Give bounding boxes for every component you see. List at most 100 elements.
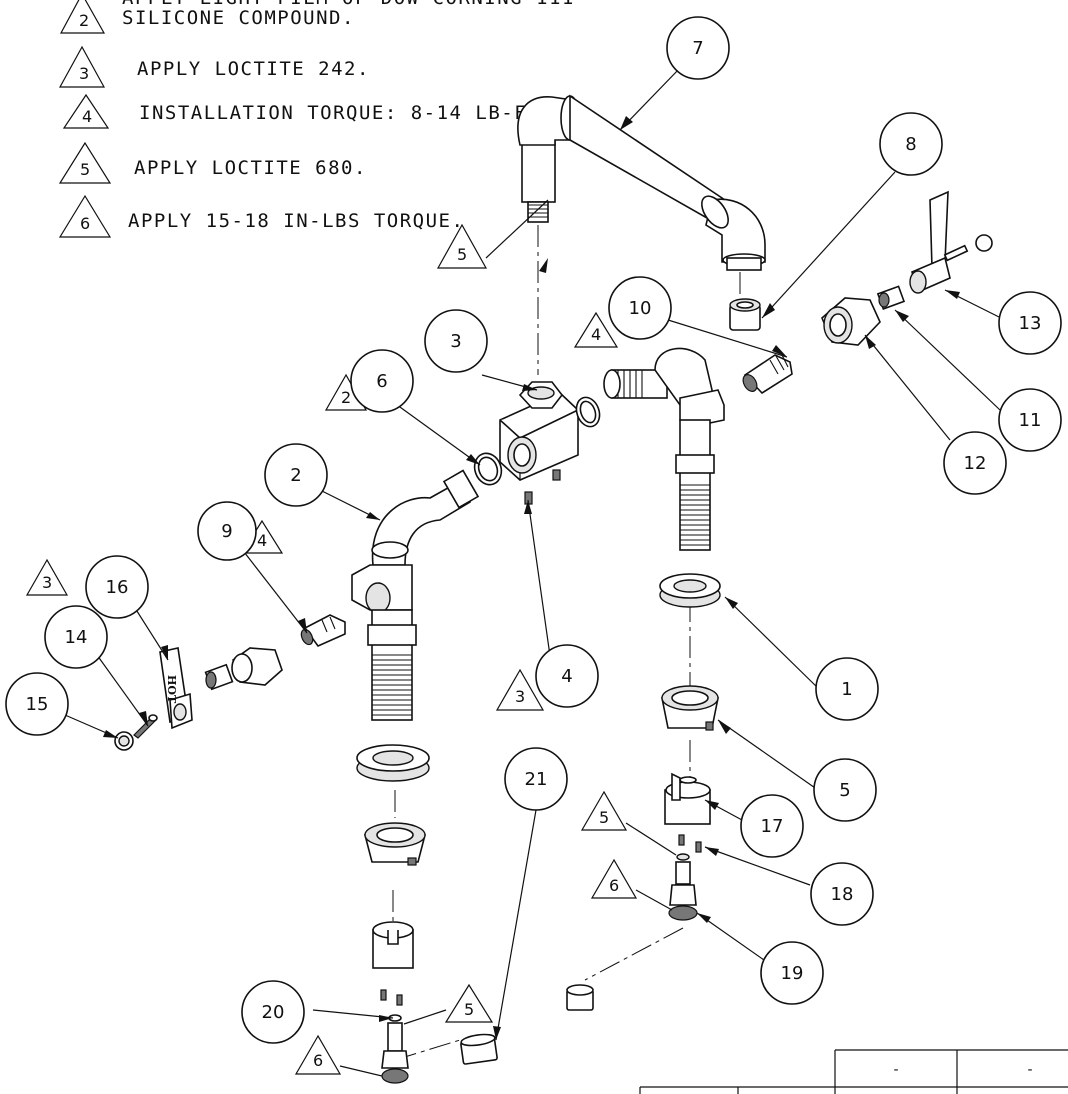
part-left-locknut <box>356 744 430 782</box>
balloon-number: 3 <box>450 331 461 352</box>
flag-3-mid: 3 <box>495 668 545 711</box>
part-5-escutcheon <box>661 685 719 731</box>
part-10-cartridge <box>742 354 793 395</box>
balloon-number: 8 <box>905 134 916 155</box>
balloon-20: 20 <box>241 980 305 1044</box>
title-block-cell: - <box>1027 1062 1032 1078</box>
flag-number: 5 <box>464 1000 474 1019</box>
part-19-stem <box>668 853 698 921</box>
balloon-number: 4 <box>561 666 572 687</box>
note-5: 5 APPLY LOCTITE 680. <box>58 141 367 184</box>
note-flag-number: 3 <box>79 64 89 83</box>
flag-6-right: 6 <box>590 858 673 911</box>
flag-number: 5 <box>457 245 467 264</box>
balloon-number: 21 <box>525 769 548 790</box>
note-text: APPLY 15-18 IN-LBS TORQUE. <box>128 210 464 232</box>
note-3: 3 APPLY LOCTITE 242. <box>58 45 370 88</box>
handle-label: HOT <box>165 675 178 704</box>
flag-5-right: 5 <box>580 790 677 856</box>
balloon-2: 2 <box>264 443 328 507</box>
balloon-number: 14 <box>65 627 88 648</box>
balloon-10: 10 <box>608 276 672 340</box>
flag-number: 3 <box>515 687 525 706</box>
balloon-3: 3 <box>424 309 488 373</box>
balloon-1: 1 <box>815 657 879 721</box>
flag-3-left: 3 <box>25 558 69 596</box>
flag-number: 4 <box>591 325 601 344</box>
part-7-spout <box>517 94 766 271</box>
flag-number: 6 <box>313 1051 323 1070</box>
part-3-body <box>499 381 601 505</box>
balloon-7: 7 <box>666 16 730 80</box>
balloon-21: 21 <box>504 747 568 811</box>
note-6: 6 APPLY 15-18 IN-LBS TORQUE. <box>58 194 464 238</box>
balloon-19: 19 <box>760 941 824 1005</box>
note-text: APPLY LOCTITE 242. <box>137 58 370 80</box>
balloon-number: 5 <box>839 780 850 801</box>
flag-number: 5 <box>599 808 609 827</box>
balloon-15: 15 <box>5 672 69 736</box>
flag-number: 6 <box>609 876 619 895</box>
flag-6-bottom: 6 <box>294 1034 383 1077</box>
note-flag-number: 5 <box>80 160 90 179</box>
part-13-handle <box>909 190 993 294</box>
part-21-cap-right <box>566 984 594 1011</box>
part-left-screws <box>380 989 403 1006</box>
note-4: 4 INSTALLATION TORQUE: 8-14 LB-FT. <box>62 93 553 129</box>
note-flag-number: 2 <box>79 11 89 30</box>
part-1-locknut <box>659 573 721 608</box>
part-left-sleeve <box>372 921 414 969</box>
part-9-cartridge <box>300 614 346 647</box>
balloon-number: 17 <box>761 816 784 837</box>
notes-block: 2 APPLY LIGHT FILM OF DOW CORNING 111 SI… <box>58 0 575 238</box>
part-2-left-valve <box>351 469 480 721</box>
title-block: - - <box>639 1049 1068 1094</box>
note-text: INSTALLATION TORQUE: 8-14 LB-FT. <box>139 102 553 124</box>
balloon-number: 6 <box>376 371 387 392</box>
note-flag-number: 4 <box>82 107 92 126</box>
part-left-escutcheon <box>363 822 427 866</box>
balloon-number: 13 <box>1019 313 1042 334</box>
note-text: APPLY LIGHT FILM OF DOW CORNING 111 <box>122 0 575 9</box>
balloon-5: 5 <box>813 758 877 822</box>
balloon-number: 20 <box>262 1002 285 1023</box>
balloon-number: 10 <box>629 298 652 319</box>
part-left-adapter <box>204 647 283 691</box>
part-6-oring <box>473 452 503 486</box>
part-18-screws <box>678 834 702 853</box>
balloon-number: 19 <box>781 963 804 984</box>
balloon-16: 16 <box>85 555 149 619</box>
balloon-number: 11 <box>1019 410 1042 431</box>
flag-4-top: 4 <box>573 311 619 348</box>
arrowheads <box>103 116 960 1040</box>
balloon-4: 4 <box>535 644 599 708</box>
note-text: APPLY LOCTITE 680. <box>134 157 367 179</box>
flag-number: 3 <box>42 573 52 592</box>
balloon-number: 9 <box>221 521 232 542</box>
note-flag-number: 6 <box>80 214 90 233</box>
part-21-cap-left <box>460 1033 498 1065</box>
part-16-handle: HOT <box>159 647 193 730</box>
balloon-number: 2 <box>290 465 301 486</box>
balloon-18: 18 <box>810 862 874 926</box>
note-text: SILICONE COMPOUND. <box>122 7 355 29</box>
balloon-11: 11 <box>998 388 1062 452</box>
flag-number: 4 <box>257 531 267 550</box>
balloon-number: 7 <box>692 38 703 59</box>
balloon-14: 14 <box>44 605 108 669</box>
balloon-number: 12 <box>964 453 987 474</box>
flag-5-bottom: 5 <box>403 983 494 1025</box>
balloon-9: 9 <box>197 501 257 561</box>
balloon-6: 6 <box>350 349 414 413</box>
title-block-cell: - <box>893 1062 898 1078</box>
leader-lines <box>64 67 1001 1041</box>
balloon-12: 12 <box>943 431 1007 495</box>
note-2: 2 APPLY LIGHT FILM OF DOW CORNING 111 SI… <box>59 0 575 34</box>
balloon-13: 13 <box>998 291 1062 355</box>
part-17-sleeve <box>664 772 711 825</box>
part-left-stem <box>381 1022 409 1084</box>
balloon-number: 18 <box>831 884 854 905</box>
part-11-stem <box>876 285 906 310</box>
balloon-number: 16 <box>106 577 129 598</box>
